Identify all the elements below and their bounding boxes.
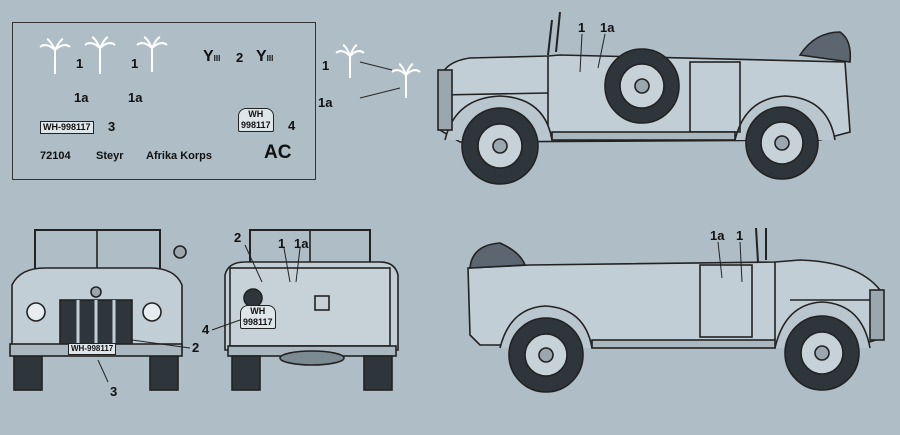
front-view xyxy=(9,229,187,391)
side-view-top xyxy=(437,11,852,185)
front-callout-3: 3 xyxy=(110,384,118,399)
side-bottom-callout-1: 1 xyxy=(736,228,744,243)
rear-callout-1: 1 xyxy=(278,236,286,251)
outside-callout-1a: 1a xyxy=(318,95,333,110)
divisional-mark-1: YIII xyxy=(203,48,221,65)
decal-number-4: 4 xyxy=(288,118,296,133)
palm-decal-1 xyxy=(39,38,71,74)
ac-mark: AC xyxy=(264,142,292,163)
front-callout-2: 2 xyxy=(192,340,200,355)
palm-decal-3 xyxy=(136,36,168,72)
decal-number-1a-third: 1a xyxy=(128,90,143,105)
rear-callout-1a: 1a xyxy=(294,236,309,251)
front-license-plate: WH-998117 xyxy=(68,343,117,355)
rear-callout-2: 2 xyxy=(234,230,242,245)
decal-number-1a-second: 1a xyxy=(74,90,89,105)
decal-number-1a-label: 1 xyxy=(76,56,84,71)
palm-decal-2 xyxy=(84,36,116,74)
side-top-callout-1: 1 xyxy=(578,20,586,35)
outside-callout-1: 1 xyxy=(322,58,330,73)
decal-number-2: 2 xyxy=(236,50,244,65)
unit-name: Afrika Korps xyxy=(146,150,213,162)
rear-callout-4: 4 xyxy=(202,322,210,337)
palm-decal-5 xyxy=(391,63,421,98)
kit-code: 72104 xyxy=(40,150,71,162)
side-bottom-callout-1a: 1a xyxy=(710,228,725,243)
decal-sheet-frame xyxy=(12,22,316,180)
decal-number-3: 3 xyxy=(108,119,116,134)
license-plate-decal: WH-998117 xyxy=(40,121,94,134)
decal-number-1b-label: 1 xyxy=(131,56,139,71)
maker-name: Steyr xyxy=(96,150,124,162)
divisional-mark-2: YIII xyxy=(256,48,274,65)
palm-decal-4 xyxy=(335,44,365,78)
side-view-bottom xyxy=(467,227,885,393)
side-top-callout-1a: 1a xyxy=(600,20,615,35)
